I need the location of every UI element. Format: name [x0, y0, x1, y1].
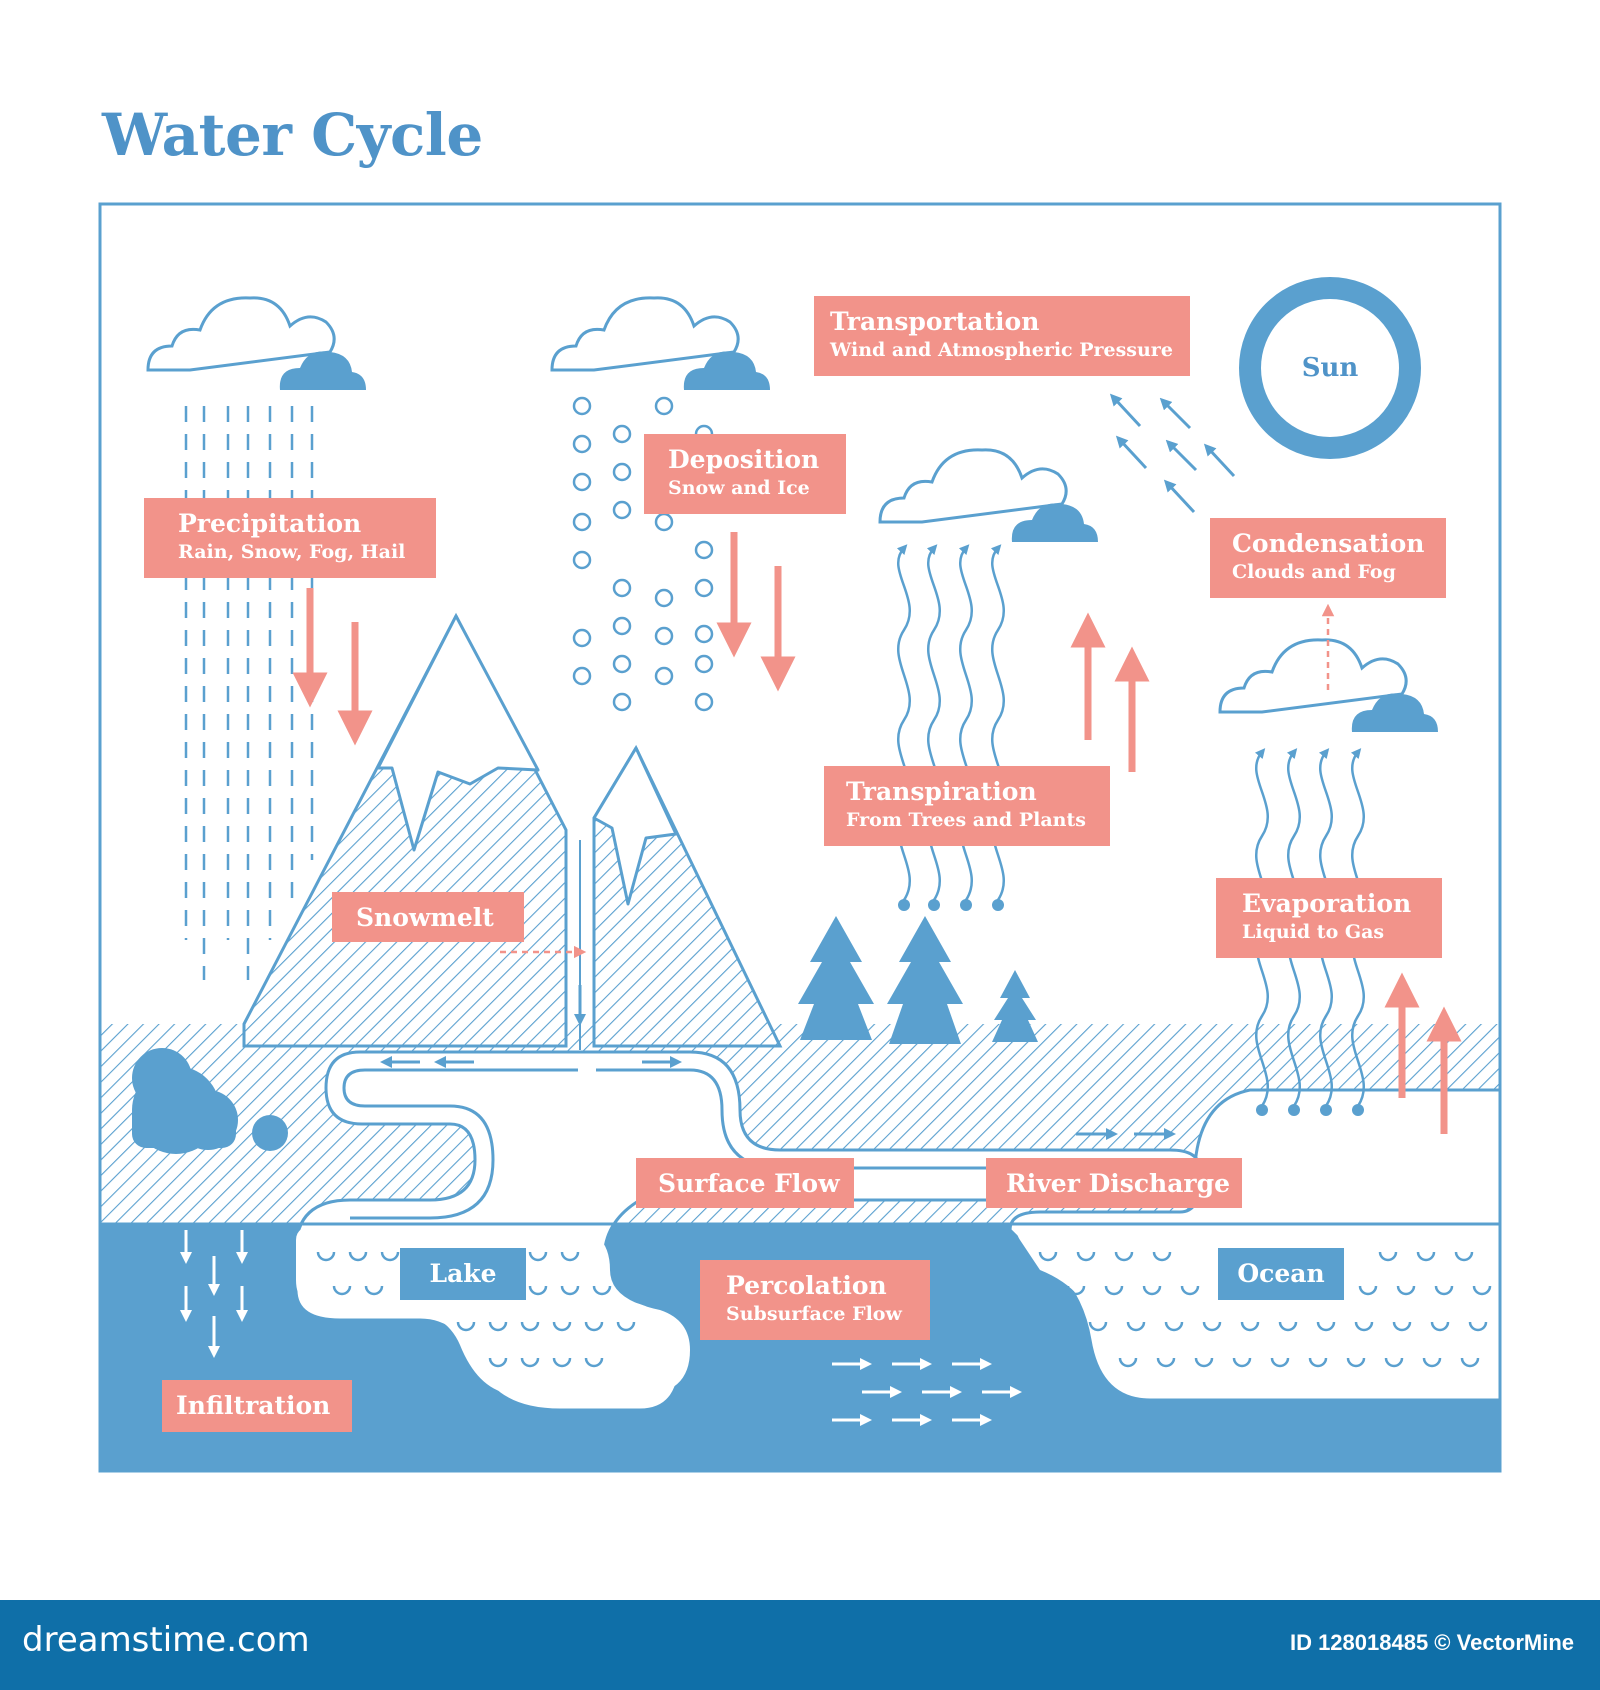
river-flow-arrows: [380, 1056, 1176, 1140]
sun-icon: [1239, 277, 1421, 459]
svg-text:Ocean: Ocean: [1237, 1259, 1324, 1288]
water-cycle-diagram: Sun: [98, 202, 1502, 1473]
process-arrows: [292, 532, 1462, 1134]
svg-text:Subsurface Flow: Subsurface Flow: [726, 1303, 902, 1325]
footer-bar: dreamstime.com ID 128018485 © VectorMine: [0, 1600, 1600, 1690]
svg-text:Snowmelt: Snowmelt: [356, 903, 494, 932]
label-river-discharge: River Discharge: [986, 1158, 1242, 1208]
svg-text:Transportation: Transportation: [830, 307, 1039, 336]
label-transportation: Transportation Wind and Atmospheric Pres…: [814, 296, 1190, 376]
bushes: [132, 1048, 288, 1154]
svg-text:Precipitation: Precipitation: [178, 509, 361, 538]
wind-arrows: [1109, 393, 1236, 514]
cloud-group-1: [146, 296, 366, 390]
label-surface-flow: Surface Flow: [636, 1158, 854, 1208]
svg-text:Evaporation: Evaporation: [1242, 889, 1411, 918]
svg-text:Rain, Snow, Fog, Hail: Rain, Snow, Fog, Hail: [178, 541, 405, 563]
large-mountain-snowcap: [376, 614, 540, 852]
ocean-waves: [1038, 1251, 1492, 1368]
label-snowmelt: Snowmelt: [332, 892, 524, 942]
rain: [184, 406, 314, 980]
cloud-group-3: [878, 448, 1098, 542]
svg-text:Infiltration: Infiltration: [176, 1391, 330, 1420]
small-mountain-snowcap: [592, 746, 678, 906]
svg-text:Snow and Ice: Snow and Ice: [668, 477, 810, 499]
ocean: [1017, 1225, 1500, 1396]
svg-text:Surface Flow: Surface Flow: [658, 1169, 841, 1198]
footer-site-name[interactable]: dreamstime.com: [22, 1620, 310, 1660]
footer-image-id: ID 128018485 © VectorMine: [1289, 1630, 1574, 1655]
page-title: Water Cycle: [102, 101, 483, 169]
cloud-group-4: [1218, 638, 1438, 732]
lake-waves: [316, 1251, 636, 1368]
evaporation-dots: [1256, 1104, 1364, 1116]
trees: [798, 916, 1038, 1044]
transpiration-waves: [896, 544, 1005, 901]
label-ocean: Ocean: [1218, 1248, 1344, 1300]
label-condensation: Condensation Clouds and Fog: [1210, 518, 1446, 598]
svg-text:Condensation: Condensation: [1232, 529, 1424, 558]
percolation-arrows: [832, 1358, 1022, 1426]
label-lake: Lake: [400, 1248, 526, 1300]
svg-text:Deposition: Deposition: [668, 445, 819, 474]
svg-text:Clouds and Fog: Clouds and Fog: [1232, 561, 1396, 583]
label-precipitation: Precipitation Rain, Snow, Fog, Hail: [144, 498, 436, 578]
infiltration-arrows: [180, 1230, 248, 1358]
sun-label: Sun: [1302, 353, 1359, 383]
svg-text:River Discharge: River Discharge: [1006, 1169, 1230, 1198]
svg-text:From Trees and Plants: From Trees and Plants: [846, 809, 1086, 831]
svg-text:Percolation: Percolation: [726, 1271, 887, 1300]
lake: [296, 1225, 690, 1395]
snow: [572, 396, 714, 712]
transpiration-dots: [898, 899, 1004, 911]
svg-text:Transpiration: Transpiration: [846, 777, 1037, 806]
diagram-frame: [98, 202, 1502, 1473]
label-evaporation: Evaporation Liquid to Gas: [1216, 878, 1442, 958]
label-deposition: Deposition Snow and Ice: [644, 434, 846, 514]
label-percolation: Percolation Subsurface Flow: [700, 1260, 930, 1340]
label-transpiration: Transpiration From Trees and Plants: [824, 766, 1110, 846]
svg-text:Lake: Lake: [429, 1259, 496, 1288]
label-infiltration: Infiltration: [162, 1380, 352, 1432]
svg-text:Liquid to Gas: Liquid to Gas: [1242, 921, 1384, 943]
svg-text:Wind and Atmospheric Pressure: Wind and Atmospheric Pressure: [829, 339, 1173, 361]
cloud-group-2: [550, 296, 770, 390]
